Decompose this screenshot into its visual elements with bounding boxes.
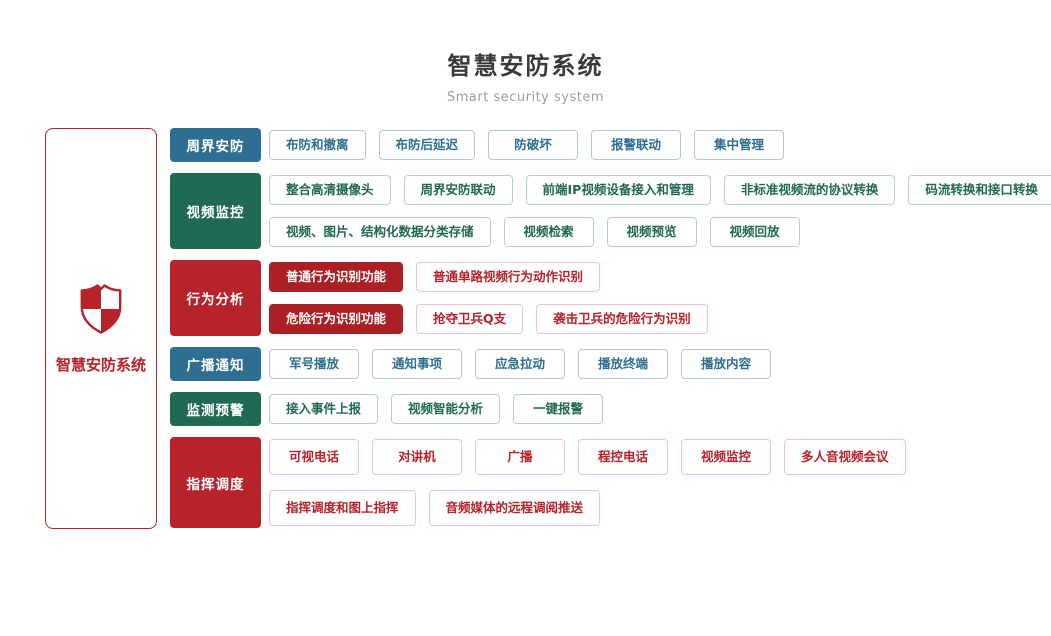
feature-row: 视频监控整合高清摄像头周界安防联动前端IP视频设备接入和管理非标准视频流的协议转… — [170, 173, 1051, 249]
feature-item: 多人音视频会议 — [784, 439, 906, 475]
category-box: 周界安防 — [170, 128, 261, 162]
feature-item: 视频监控 — [681, 439, 771, 475]
feature-line: 指挥调度和图上指挥音频媒体的远程调阅推送 — [269, 490, 906, 526]
feature-lines: 可视电话对讲机广播程控电话视频监控多人音视频会议指挥调度和图上指挥音频媒体的远程… — [269, 437, 906, 528]
root-label: 智慧安防系统 — [55, 356, 146, 374]
feature-line: 可视电话对讲机广播程控电话视频监控多人音视频会议 — [269, 439, 906, 475]
root-node: 智慧安防系统 — [45, 128, 157, 529]
feature-item: 视频预览 — [606, 217, 697, 247]
feature-item: 对讲机 — [372, 439, 462, 475]
feature-row: 广播通知军号播放通知事项应急拉动播放终端播放内容 — [170, 347, 1040, 381]
feature-item: 整合高清摄像头 — [269, 175, 391, 205]
feature-line: 整合高清摄像头周界安防联动前端IP视频设备接入和管理非标准视频流的协议转换码流转… — [269, 175, 1051, 205]
category-box: 指挥调度 — [170, 437, 261, 528]
feature-item: 视频回放 — [709, 217, 800, 247]
feature-item: 视频、图片、结构化数据分类存储 — [269, 217, 491, 247]
feature-item: 广播 — [475, 439, 565, 475]
feature-item: 音频媒体的远程调阅推送 — [428, 490, 601, 526]
feature-line: 接入事件上报视频智能分析一键报警 — [269, 394, 604, 424]
feature-line: 军号播放通知事项应急拉动播放终端播放内容 — [269, 349, 771, 379]
category-box: 监测预警 — [170, 392, 261, 426]
feature-item: 一键报警 — [513, 394, 604, 424]
feature-item: 通知事项 — [372, 349, 462, 379]
category-box: 视频监控 — [170, 173, 261, 249]
feature-lines: 布防和撤离布防后延迟防破坏报警联动集中管理 — [269, 128, 785, 162]
feature-row: 指挥调度可视电话对讲机广播程控电话视频监控多人音视频会议指挥调度和图上指挥音频媒… — [170, 437, 1040, 528]
page-subtitle: Smart security system — [447, 90, 604, 105]
feature-item: 播放内容 — [681, 349, 771, 379]
feature-row: 周界安防布防和撤离布防后延迟防破坏报警联动集中管理 — [170, 128, 1040, 162]
page-title: 智慧安防系统 — [447, 52, 604, 80]
feature-item: 程控电话 — [578, 439, 668, 475]
feature-item: 抢夺卫兵Q支 — [416, 304, 524, 334]
feature-rows: 周界安防布防和撤离布防后延迟防破坏报警联动集中管理视频监控整合高清摄像头周界安防… — [170, 128, 1051, 528]
feature-item: 集中管理 — [694, 130, 785, 160]
feature-item: 应急拉动 — [475, 349, 565, 379]
feature-row: 行为分析普通行为识别功能普通单路视频行为动作识别危险行为识别功能抢夺卫兵Q支袭击… — [170, 260, 1040, 336]
feature-item: 周界安防联动 — [403, 175, 513, 205]
feature-line: 普通行为识别功能普通单路视频行为动作识别 — [269, 262, 708, 292]
feature-item: 危险行为识别功能 — [269, 304, 404, 334]
feature-item: 报警联动 — [591, 130, 682, 160]
feature-item: 袭击卫兵的危险行为识别 — [536, 304, 708, 334]
feature-row: 监测预警接入事件上报视频智能分析一键报警 — [170, 392, 1040, 426]
feature-lines: 接入事件上报视频智能分析一键报警 — [269, 392, 604, 426]
feature-item: 普通行为识别功能 — [269, 262, 404, 292]
category-box: 广播通知 — [170, 347, 261, 381]
category-box: 行为分析 — [170, 260, 261, 336]
feature-item: 前端IP视频设备接入和管理 — [525, 175, 711, 205]
feature-item: 军号播放 — [269, 349, 359, 379]
shield-icon — [77, 282, 125, 340]
page-header: 智慧安防系统 Smart security system — [0, 46, 1051, 105]
feature-item: 布防和撤离 — [269, 130, 366, 160]
feature-line: 布防和撤离布防后延迟防破坏报警联动集中管理 — [269, 130, 785, 160]
feature-item: 非标准视频流的协议转换 — [723, 175, 896, 205]
feature-line: 视频、图片、结构化数据分类存储视频检索视频预览视频回放 — [269, 217, 1051, 247]
feature-item: 接入事件上报 — [269, 394, 379, 424]
feature-item: 码流转换和接口转换 — [908, 175, 1051, 205]
feature-item: 视频检索 — [503, 217, 594, 247]
feature-lines: 军号播放通知事项应急拉动播放终端播放内容 — [269, 347, 771, 381]
feature-item: 布防后延迟 — [378, 130, 476, 160]
feature-item: 防破坏 — [488, 130, 579, 160]
feature-item: 视频智能分析 — [391, 394, 501, 424]
feature-item: 普通单路视频行为动作识别 — [416, 262, 601, 292]
feature-item: 可视电话 — [269, 439, 359, 475]
feature-item: 指挥调度和图上指挥 — [269, 490, 416, 526]
feature-item: 播放终端 — [578, 349, 668, 379]
feature-lines: 普通行为识别功能普通单路视频行为动作识别危险行为识别功能抢夺卫兵Q支袭击卫兵的危… — [269, 260, 708, 336]
feature-line: 危险行为识别功能抢夺卫兵Q支袭击卫兵的危险行为识别 — [269, 304, 708, 334]
feature-lines: 整合高清摄像头周界安防联动前端IP视频设备接入和管理非标准视频流的协议转换码流转… — [269, 173, 1051, 249]
